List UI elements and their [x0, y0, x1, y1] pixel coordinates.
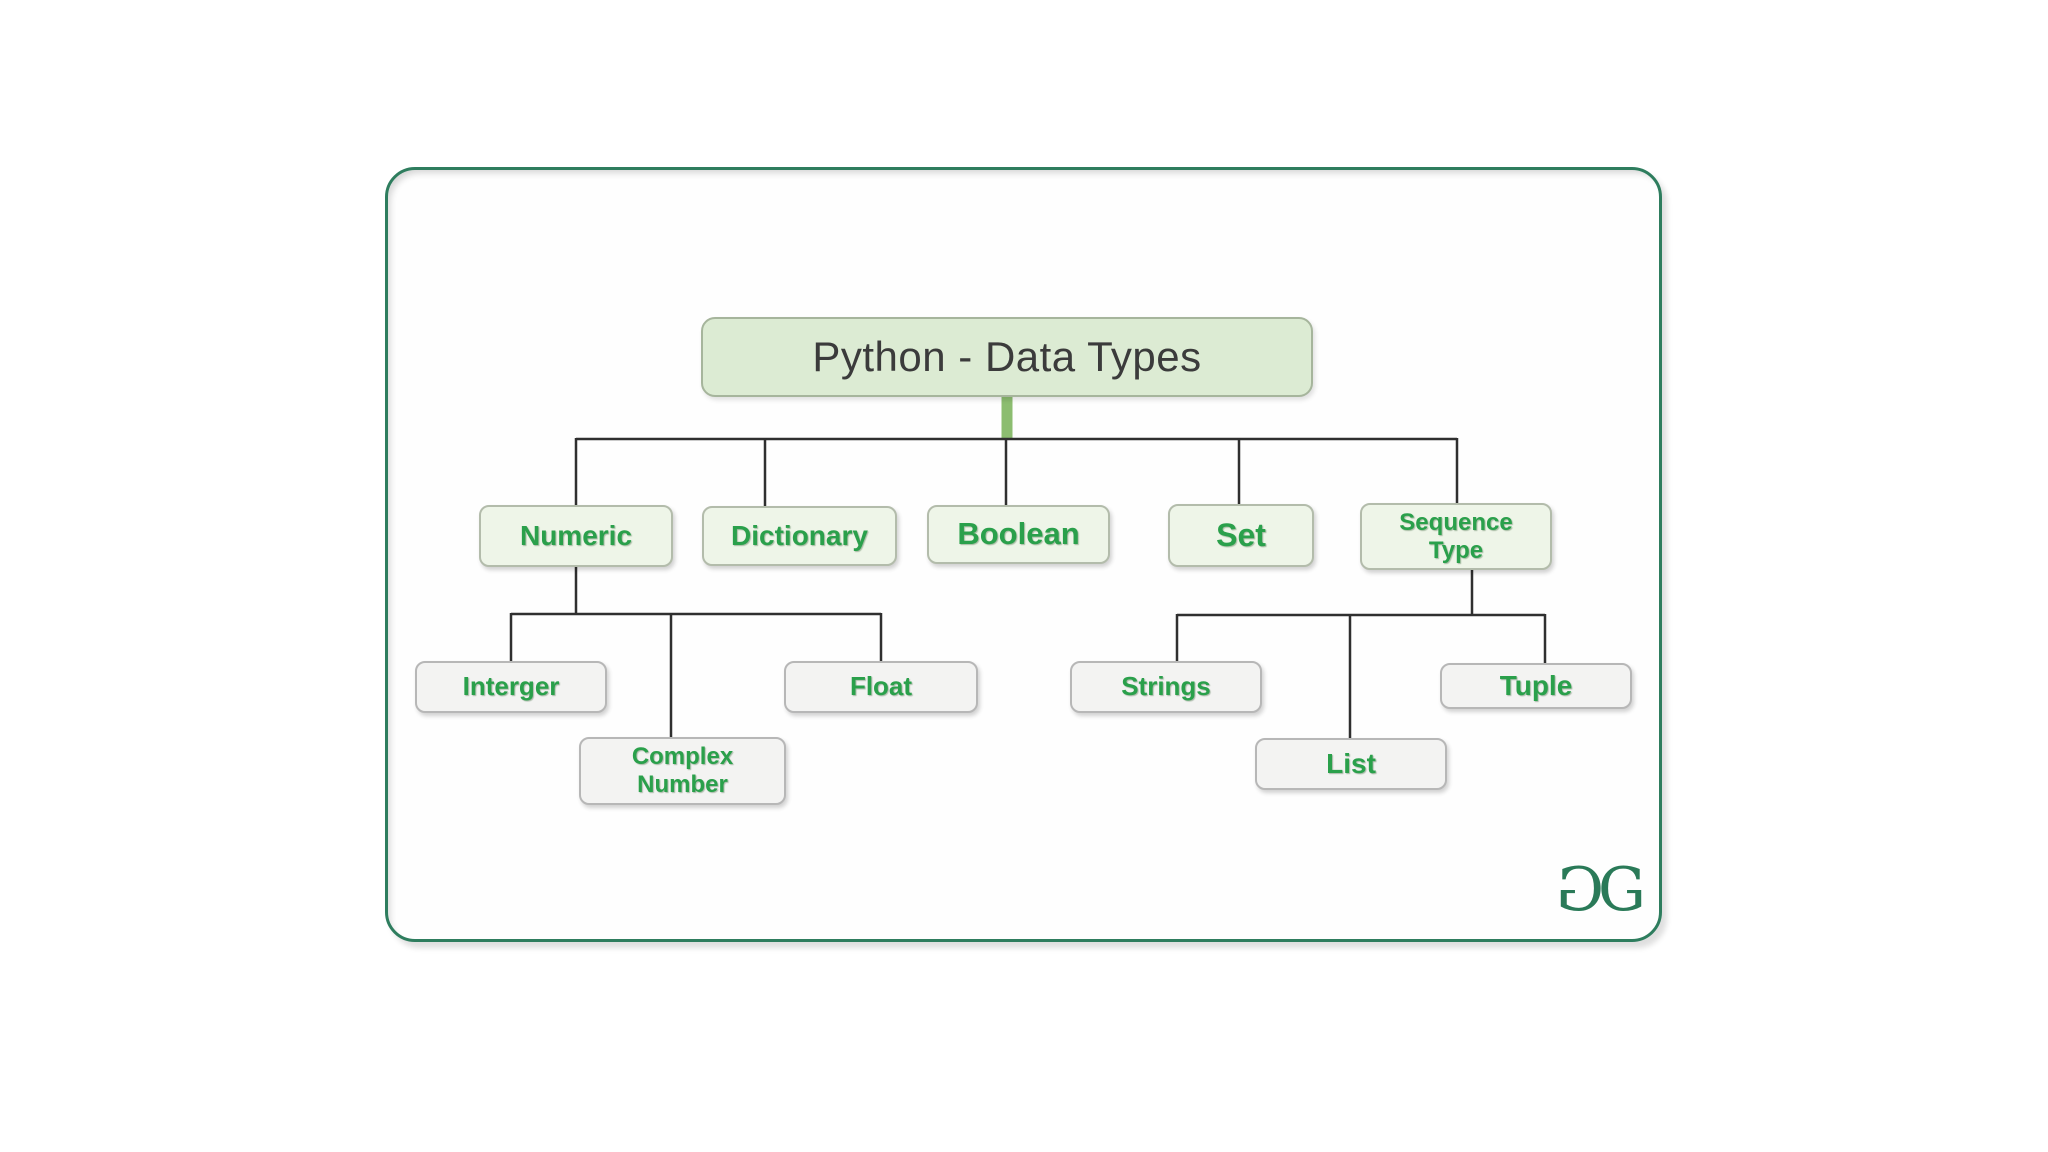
node-numeric: Numeric	[479, 505, 673, 567]
node-interger-label: Interger	[462, 671, 560, 702]
node-dictionary-label: Dictionary	[731, 520, 868, 552]
node-interger: Interger	[415, 661, 607, 713]
node-float-label: Float	[849, 671, 913, 702]
node-strings-label: Strings	[1121, 671, 1211, 702]
node-list-label: List	[1326, 748, 1376, 780]
node-float: Float	[784, 661, 978, 713]
node-python-data-types: Python - Data Types	[701, 317, 1313, 397]
node-boolean: Boolean	[927, 505, 1110, 564]
node-sequence-type: Sequence Type	[1360, 503, 1552, 570]
node-boolean-label: Boolean	[957, 516, 1080, 552]
node-list: List	[1255, 738, 1447, 790]
geeksforgeeks-logo-right-glyph: G	[1597, 855, 1646, 925]
node-tuple-label: Tuple	[1499, 670, 1573, 702]
node-complex-number: Complex Number	[579, 737, 786, 805]
node-set-label: Set	[1216, 516, 1266, 553]
node-dictionary: Dictionary	[702, 506, 897, 566]
node-complex-number-label: Complex Number	[631, 743, 734, 798]
geeksforgeeks-logo: GG	[1556, 855, 1646, 925]
node-python-data-types-label: Python - Data Types	[812, 333, 1202, 381]
geeksforgeeks-logo-left-glyph: G	[1556, 855, 1604, 925]
node-set: Set	[1168, 504, 1314, 567]
node-tuple: Tuple	[1440, 663, 1632, 709]
node-strings: Strings	[1070, 661, 1262, 713]
node-sequence-type-label: Sequence Type	[1399, 508, 1513, 564]
node-numeric-label: Numeric	[519, 520, 633, 552]
